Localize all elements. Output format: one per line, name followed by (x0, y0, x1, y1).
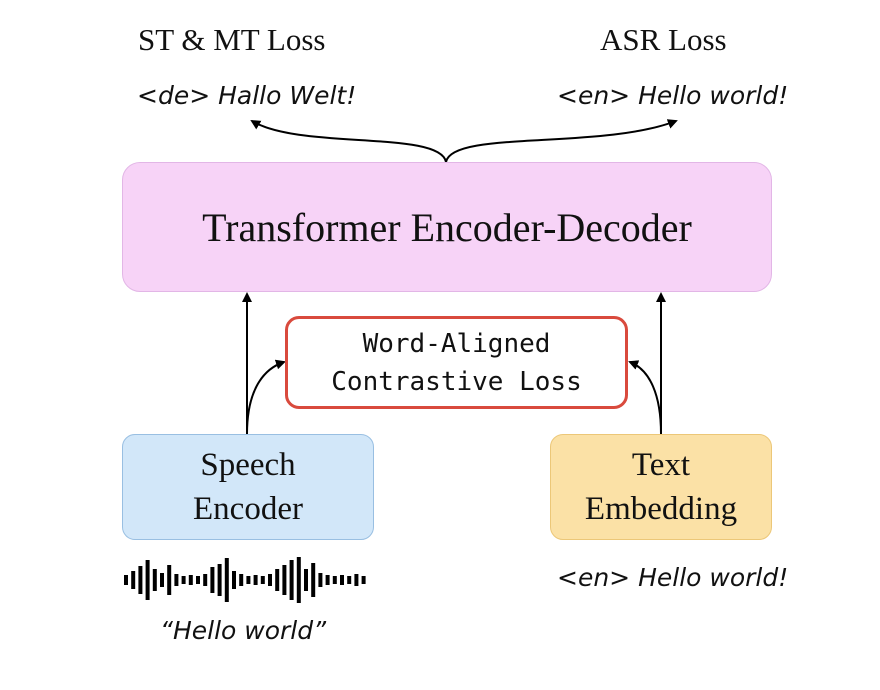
waveform-bar (124, 575, 128, 585)
waveform-bar (196, 576, 200, 584)
waveform-bar (167, 565, 172, 595)
waveform-bar (232, 571, 236, 589)
waveform-bar (296, 557, 301, 603)
waveform-bar (361, 576, 366, 584)
waveform-bar (217, 564, 222, 596)
waveform-bar (210, 567, 215, 593)
waveform-bar (332, 576, 337, 584)
waveform-bar (138, 566, 143, 594)
st-mt-target-text: <de> Hallo Welt! (137, 81, 357, 110)
transformer-label: Transformer Encoder-Decoder (202, 204, 692, 250)
waveform-bar (318, 573, 323, 587)
transformer-encoder-decoder-box: Transformer Encoder-Decoder (122, 162, 772, 292)
text-embedding-label-line2: Embedding (584, 491, 738, 527)
asr-target-text: <en> Hello world! (557, 81, 789, 110)
waveform-bar (260, 576, 265, 584)
text-to-contrastive-arrow (628, 360, 662, 435)
waveform-bar (131, 571, 136, 589)
waveform-bar (203, 574, 208, 586)
contrastive-label-line1: Word-Aligned (362, 328, 551, 359)
waveform-bar (289, 560, 294, 600)
waveform-bar (188, 575, 193, 585)
speech-encoder-label-line2: Encoder (193, 491, 303, 527)
speech-encoder-box: Speech Encoder (122, 434, 374, 540)
output-arrow-right (445, 119, 678, 163)
speech-encoder-label-line1: Speech (200, 447, 296, 483)
text-embedding-box: Text Embedding (550, 434, 772, 540)
asr-loss-title: ASR Loss (600, 22, 727, 57)
waveform-bar (246, 576, 251, 584)
waveform-bar (311, 563, 316, 597)
waveform-bar (239, 574, 244, 586)
word-aligned-contrastive-loss-box: Word-Aligned Contrastive Loss (285, 316, 628, 409)
speech-to-contrastive-arrow (246, 359, 286, 435)
waveform-bar (181, 576, 186, 584)
waveform-bar (347, 576, 352, 584)
st-mt-loss-title: ST & MT Loss (138, 22, 326, 57)
text-embedding-label-line1: Text (631, 447, 691, 483)
waveform-bar (152, 569, 157, 591)
waveform-bar (304, 569, 308, 591)
waveform-bar (354, 574, 359, 586)
waveform-bar (224, 558, 229, 602)
output-arrow-left (250, 119, 447, 163)
waveform-bar (145, 560, 150, 600)
waveform-bar (268, 574, 272, 586)
waveform-bar (160, 573, 164, 587)
waveform-bar (340, 575, 344, 585)
waveform-icon (124, 557, 366, 603)
text-input-caption: <en> Hello world! (557, 563, 789, 592)
contrastive-label-line2: Contrastive Loss (331, 366, 582, 397)
waveform-bar (174, 574, 179, 586)
waveform-bar (282, 565, 287, 595)
waveform-bar (275, 569, 280, 591)
waveform-bar (325, 575, 330, 585)
speech-input-caption: “Hello world” (160, 616, 327, 645)
waveform-bar (253, 575, 258, 585)
